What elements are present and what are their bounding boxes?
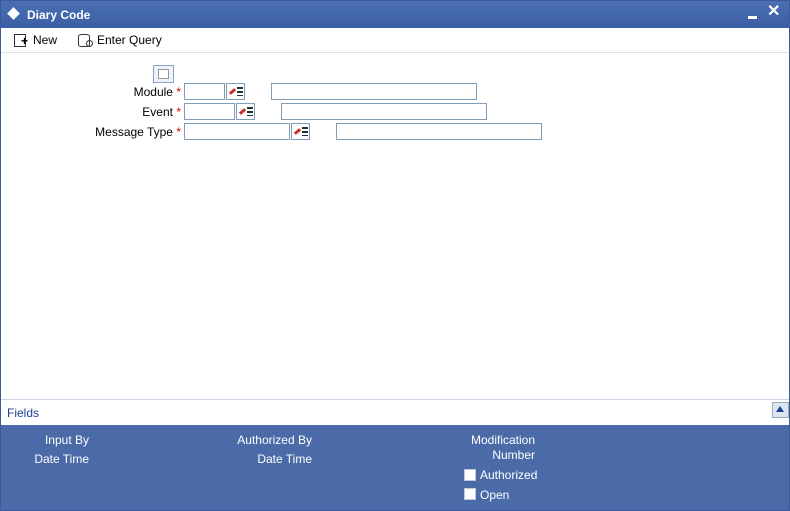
enter-query-label: Enter Query [97,33,162,47]
lov-arrow-icon [228,88,237,95]
lov-list-icon [247,107,253,116]
title-bar: Diary Code ✕ [1,1,789,28]
open-checkbox-label: Open [480,488,510,502]
message-type-description-field[interactable] [336,123,542,140]
lov-arrow-icon [293,128,302,135]
close-icon[interactable]: ✕ [767,3,781,20]
message-type-required-mark: * [176,125,181,139]
lov-arrow-icon [238,108,247,115]
authorized-date-time-label: Date Time [257,452,312,466]
authorized-by-label: Authorized By [237,433,312,447]
enter-query-button[interactable]: Enter Query [77,31,162,49]
input-by-label: Input By [44,433,89,447]
event-label-text: Event [142,105,173,119]
minimize-icon[interactable] [747,7,759,21]
authorized-checkbox[interactable] [464,469,476,481]
new-label: New [33,33,58,47]
collapse-up-icon[interactable] [772,402,789,418]
open-checkbox[interactable] [464,488,476,500]
event-label: Event * [91,105,181,119]
new-button[interactable]: New [13,31,57,49]
input-date-time-label: Date Time [34,452,89,466]
fields-bar: Fields [1,399,789,426]
lov-list-icon [302,127,308,136]
lov-list-icon [237,87,243,96]
module-description-field[interactable] [271,83,477,100]
audit-panel: Input By Date Time Authorized By Date Ti… [1,425,789,510]
message-type-label: Message Type * [61,125,181,139]
event-required-mark: * [176,105,181,119]
modification-label: Modification [470,433,535,447]
toolbar: New Enter Query [1,28,789,53]
module-label-text: Module [133,85,173,99]
message-type-lov-button[interactable] [291,123,310,140]
enter-query-icon [77,33,93,47]
new-icon [13,33,29,47]
message-type-input[interactable] [184,123,290,140]
event-input[interactable] [184,103,235,120]
event-lov-button[interactable] [236,103,255,120]
module-lov-button[interactable] [226,83,245,100]
window-diamond-icon [7,7,20,20]
message-type-label-text: Message Type [95,125,173,139]
module-required-mark: * [176,85,181,99]
event-description-field[interactable] [281,103,487,120]
form-screen-icon[interactable] [153,65,174,83]
module-label: Module * [91,85,181,99]
module-input[interactable] [184,83,225,100]
window-title: Diary Code [27,8,91,22]
modification-number-label: Number [492,448,535,462]
authorized-checkbox-label: Authorized [480,468,538,482]
fields-link[interactable]: Fields [7,406,40,420]
